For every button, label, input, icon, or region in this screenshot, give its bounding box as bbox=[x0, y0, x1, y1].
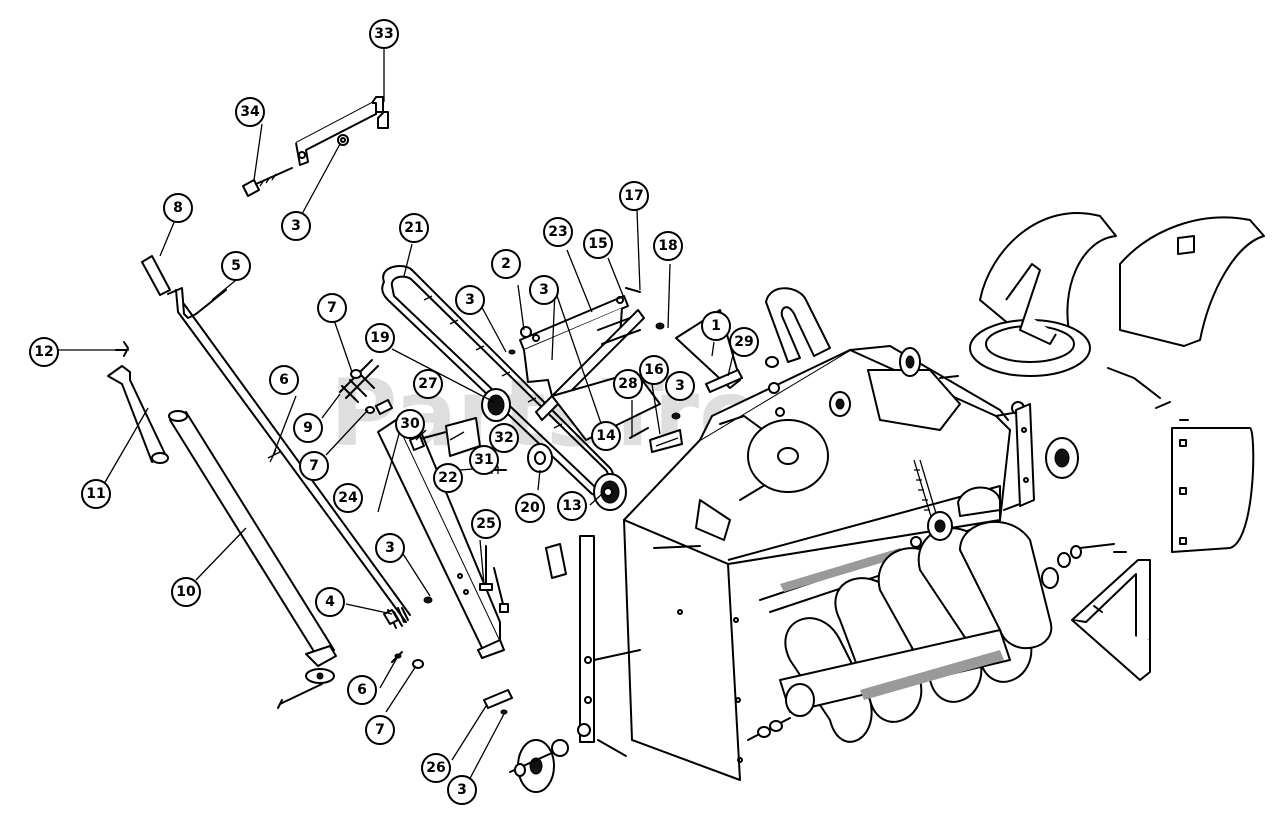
callout-9[interactable]: 9 bbox=[293, 413, 323, 443]
svg-text:22: 22 bbox=[438, 470, 457, 486]
callout-11[interactable]: 11 bbox=[81, 479, 111, 509]
callout-33[interactable]: 33 bbox=[369, 19, 399, 49]
svg-text:19: 19 bbox=[370, 330, 389, 346]
skid-shoes bbox=[1015, 403, 1151, 681]
svg-text:29: 29 bbox=[734, 334, 753, 350]
callout-3[interactable]: 3 bbox=[455, 285, 485, 315]
callout-6[interactable]: 6 bbox=[269, 365, 299, 395]
svg-text:31: 31 bbox=[474, 452, 493, 468]
svg-text:27: 27 bbox=[418, 376, 437, 392]
svg-text:7: 7 bbox=[375, 722, 385, 738]
callout-25[interactable]: 25 bbox=[471, 509, 501, 539]
callout-23[interactable]: 23 bbox=[543, 217, 573, 247]
callout-7[interactable]: 7 bbox=[317, 293, 347, 323]
callout-3[interactable]: 3 bbox=[281, 211, 311, 241]
callout-34[interactable]: 34 bbox=[235, 97, 265, 127]
callout-32[interactable]: 32 bbox=[489, 423, 519, 453]
svg-text:5: 5 bbox=[231, 258, 241, 274]
callout-3[interactable]: 3 bbox=[375, 533, 405, 563]
svg-text:14: 14 bbox=[596, 428, 616, 444]
callout-14[interactable]: 14 bbox=[591, 421, 621, 451]
callout-29[interactable]: 29 bbox=[729, 327, 759, 357]
callout-31[interactable]: 31 bbox=[469, 445, 499, 475]
callout-6[interactable]: 6 bbox=[347, 675, 377, 705]
side-plate-and-wheel bbox=[509, 535, 641, 793]
callout-28[interactable]: 28 bbox=[613, 369, 643, 399]
leader-lines bbox=[58, 48, 737, 787]
callout-10[interactable]: 10 bbox=[171, 577, 201, 607]
svg-text:28: 28 bbox=[618, 376, 637, 392]
svg-text:32: 32 bbox=[494, 430, 513, 446]
svg-text:21: 21 bbox=[404, 220, 423, 236]
svg-text:8: 8 bbox=[173, 200, 183, 216]
callout-21[interactable]: 21 bbox=[399, 213, 429, 243]
svg-text:3: 3 bbox=[675, 378, 685, 394]
callout-15[interactable]: 15 bbox=[583, 229, 613, 259]
callout-2[interactable]: 2 bbox=[491, 249, 521, 279]
svg-text:3: 3 bbox=[539, 282, 549, 298]
svg-text:7: 7 bbox=[309, 458, 319, 474]
svg-text:20: 20 bbox=[520, 500, 540, 516]
callout-12[interactable]: 12 bbox=[29, 337, 59, 367]
callout-18[interactable]: 18 bbox=[653, 231, 683, 261]
svg-text:10: 10 bbox=[176, 584, 196, 600]
svg-text:17: 17 bbox=[624, 188, 643, 204]
discharge-chute bbox=[969, 211, 1265, 553]
svg-text:3: 3 bbox=[465, 292, 475, 308]
callout-1[interactable]: 1 bbox=[701, 311, 731, 341]
svg-text:30: 30 bbox=[400, 416, 420, 432]
svg-text:7: 7 bbox=[327, 300, 337, 316]
callout-7[interactable]: 7 bbox=[299, 451, 329, 481]
callout-7[interactable]: 7 bbox=[365, 715, 395, 745]
svg-text:13: 13 bbox=[562, 498, 581, 514]
svg-text:1: 1 bbox=[711, 318, 721, 334]
bracket-part bbox=[242, 96, 389, 197]
callout-30[interactable]: 30 bbox=[395, 409, 425, 439]
callout-13[interactable]: 13 bbox=[557, 491, 587, 521]
svg-text:12: 12 bbox=[34, 344, 53, 360]
svg-text:26: 26 bbox=[426, 760, 445, 776]
callout-3[interactable]: 3 bbox=[447, 775, 477, 805]
auger bbox=[747, 486, 1115, 743]
svg-text:18: 18 bbox=[658, 238, 677, 254]
svg-text:2: 2 bbox=[501, 256, 511, 272]
svg-text:3: 3 bbox=[457, 782, 467, 798]
svg-text:16: 16 bbox=[644, 362, 663, 378]
callout-3[interactable]: 3 bbox=[665, 371, 695, 401]
callout-22[interactable]: 22 bbox=[433, 463, 463, 493]
handle-rods bbox=[107, 255, 424, 709]
callout-4[interactable]: 4 bbox=[315, 587, 345, 617]
pulleys bbox=[462, 388, 627, 511]
svg-text:24: 24 bbox=[338, 490, 358, 506]
svg-text:25: 25 bbox=[476, 516, 495, 532]
svg-text:6: 6 bbox=[357, 682, 367, 698]
svg-text:23: 23 bbox=[548, 224, 567, 240]
exploded-parts-drawing bbox=[107, 96, 1265, 793]
callout-26[interactable]: 26 bbox=[421, 753, 451, 783]
callouts: 33 34 3 8 5 12 11 10 6 7 9 7 27 19 21 30… bbox=[29, 19, 759, 805]
callout-3[interactable]: 3 bbox=[529, 275, 559, 305]
callout-27[interactable]: 27 bbox=[413, 369, 443, 399]
frame-channel bbox=[377, 419, 513, 715]
svg-text:3: 3 bbox=[291, 218, 301, 234]
svg-text:9: 9 bbox=[303, 420, 313, 436]
svg-text:15: 15 bbox=[588, 236, 607, 252]
callout-8[interactable]: 8 bbox=[163, 193, 193, 223]
callout-16[interactable]: 16 bbox=[639, 355, 669, 385]
svg-text:6: 6 bbox=[279, 372, 289, 388]
auger-housing bbox=[623, 287, 1079, 781]
callout-24[interactable]: 24 bbox=[333, 483, 363, 513]
callout-19[interactable]: 19 bbox=[365, 323, 395, 353]
svg-text:4: 4 bbox=[325, 594, 335, 610]
callout-5[interactable]: 5 bbox=[221, 251, 251, 281]
svg-text:33: 33 bbox=[374, 26, 393, 42]
callout-20[interactable]: 20 bbox=[515, 493, 545, 523]
svg-text:11: 11 bbox=[86, 486, 105, 502]
svg-text:34: 34 bbox=[240, 104, 260, 120]
callout-17[interactable]: 17 bbox=[619, 181, 649, 211]
svg-text:3: 3 bbox=[385, 540, 395, 556]
